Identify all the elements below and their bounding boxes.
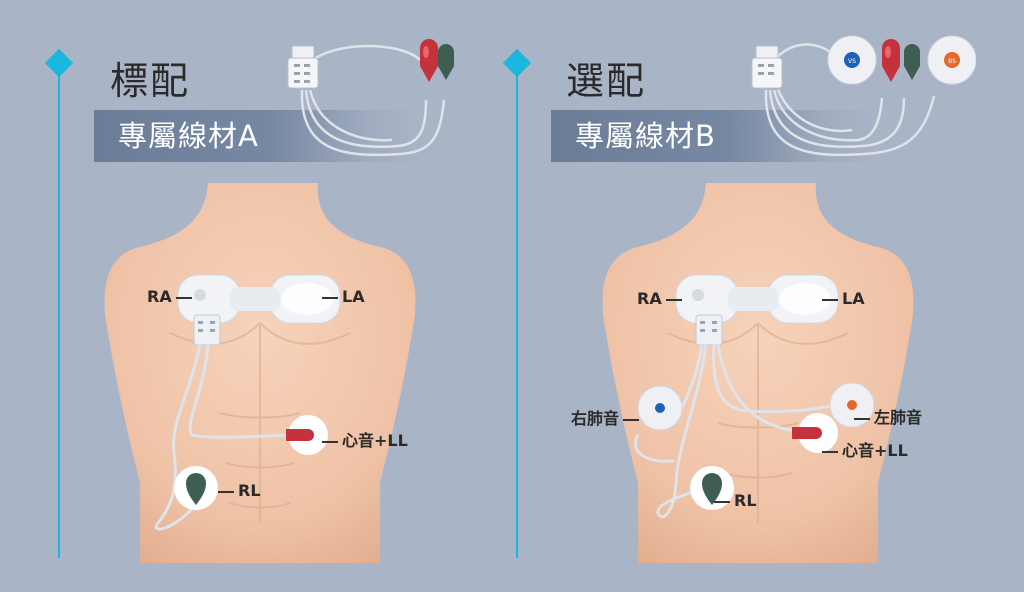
panel-heading: 標配 [110,59,191,103]
label-left-lung: 左肺音 [850,409,922,427]
label-la: LA [318,288,365,306]
vs-badge-icon [844,52,860,68]
vs-badge-text: VS [848,58,856,65]
label-la: LA [818,290,865,308]
cable-a-illustration [287,39,454,157]
bs-badge-icon [944,52,960,68]
label-ll: 心音+LL [318,432,408,450]
timeline-diamond-icon [44,48,74,78]
label-right-lung: 右肺音 [571,410,643,428]
label-rl: RL [710,492,757,510]
label-ll: 心音+LL [818,442,908,460]
panel-optional: 選配 專屬線材B VS BS [502,0,1024,592]
bs-badge-text: BS [948,58,956,65]
label-rl: RL [214,482,261,500]
label-ra: RA [147,288,196,306]
cable-banner: 專屬線材A [94,110,418,162]
cable-b-illustration: VS BS [751,35,976,157]
timeline-line [516,66,518,558]
panel-standard: 標配 專屬線材A [44,39,454,563]
panel-heading: 選配 [566,59,647,103]
timeline-line [58,66,60,558]
torso-b [602,183,914,563]
torso-a [104,183,416,563]
label-ra: RA [637,290,686,308]
